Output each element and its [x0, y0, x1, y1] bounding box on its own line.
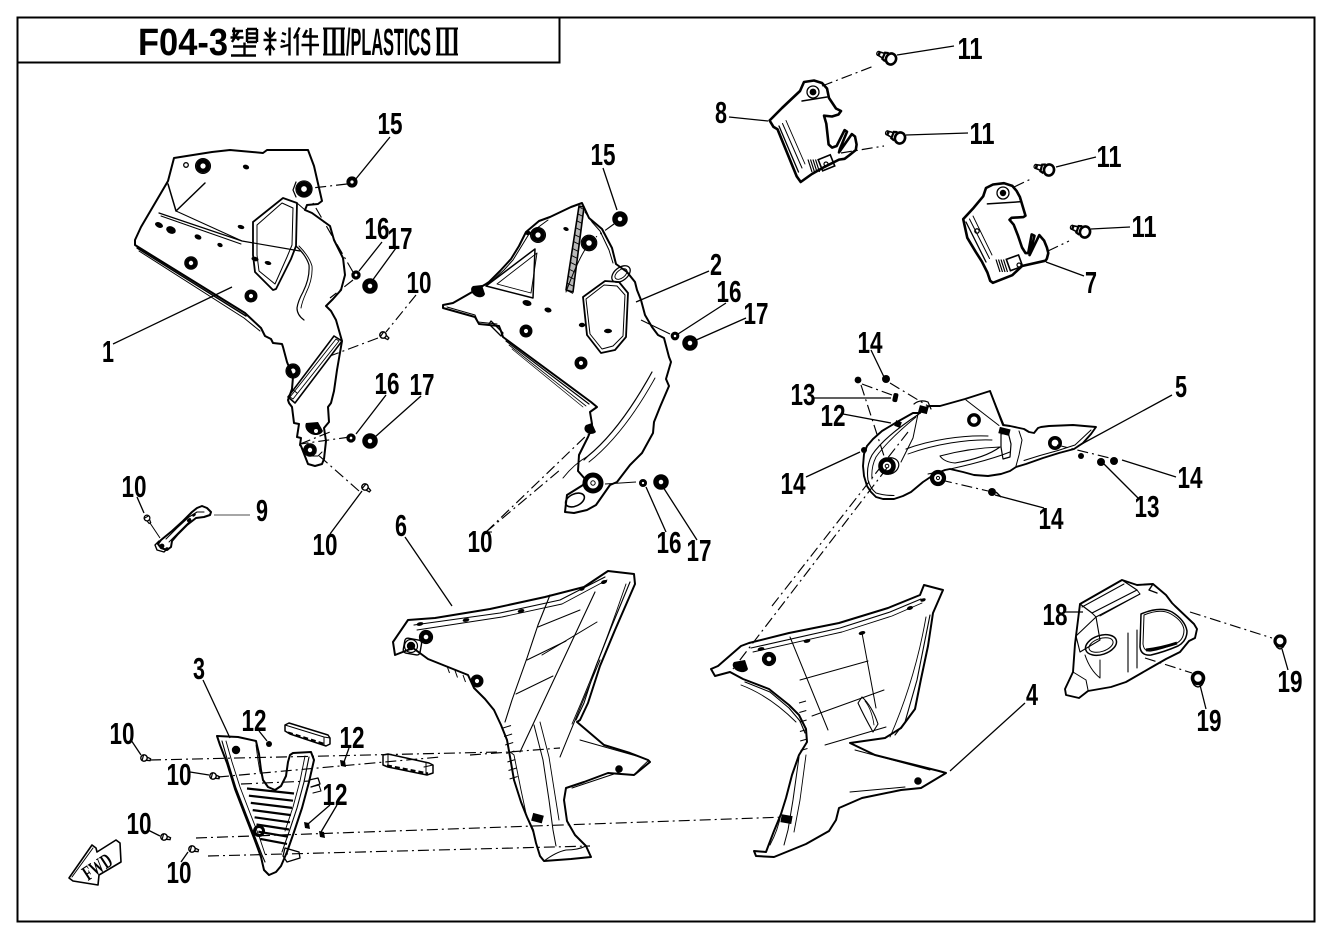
- svg-text:14: 14: [1039, 501, 1065, 536]
- svg-text:10: 10: [407, 265, 432, 300]
- svg-text:16: 16: [375, 366, 400, 401]
- svg-text:6: 6: [395, 508, 407, 543]
- svg-text:10: 10: [110, 716, 135, 751]
- svg-text:11: 11: [970, 116, 995, 151]
- svg-text:19: 19: [1278, 664, 1303, 699]
- svg-text:10: 10: [122, 469, 147, 504]
- svg-text:3: 3: [193, 651, 205, 686]
- svg-text:1: 1: [102, 334, 114, 369]
- svg-text:10: 10: [313, 527, 338, 562]
- svg-text:18: 18: [1043, 597, 1068, 632]
- svg-text:16: 16: [365, 211, 390, 246]
- svg-text:13: 13: [1135, 489, 1160, 524]
- svg-text:14: 14: [858, 325, 884, 360]
- svg-text:17: 17: [687, 533, 712, 568]
- svg-text:10: 10: [167, 855, 192, 890]
- svg-text:12: 12: [242, 703, 267, 738]
- svg-text:16: 16: [657, 525, 682, 560]
- svg-text:11: 11: [1097, 139, 1122, 174]
- svg-text:9: 9: [256, 493, 268, 528]
- svg-text:10: 10: [127, 806, 152, 841]
- svg-text:11: 11: [958, 31, 983, 66]
- svg-text:17: 17: [744, 296, 769, 331]
- svg-text:15: 15: [591, 137, 616, 172]
- svg-text:14: 14: [1178, 460, 1204, 495]
- svg-text:2: 2: [710, 247, 722, 282]
- svg-text:14: 14: [781, 466, 807, 501]
- svg-text:7: 7: [1085, 265, 1097, 300]
- svg-text:12: 12: [323, 777, 348, 812]
- svg-text:11: 11: [1132, 209, 1157, 244]
- svg-text:19: 19: [1197, 703, 1222, 738]
- svg-text:13: 13: [791, 377, 816, 412]
- svg-text:16: 16: [717, 274, 742, 309]
- svg-text:12: 12: [340, 720, 365, 755]
- svg-text:F04-3: F04-3: [138, 22, 228, 64]
- svg-text:17: 17: [388, 221, 413, 256]
- svg-text:17: 17: [410, 367, 435, 402]
- svg-text:/PLASTICS: /PLASTICS: [346, 22, 431, 64]
- svg-text:12: 12: [821, 398, 846, 433]
- svg-text:10: 10: [167, 757, 192, 792]
- svg-text:4: 4: [1026, 677, 1039, 712]
- svg-text:15: 15: [378, 106, 403, 141]
- svg-text:5: 5: [1175, 369, 1187, 404]
- svg-text:8: 8: [715, 95, 727, 130]
